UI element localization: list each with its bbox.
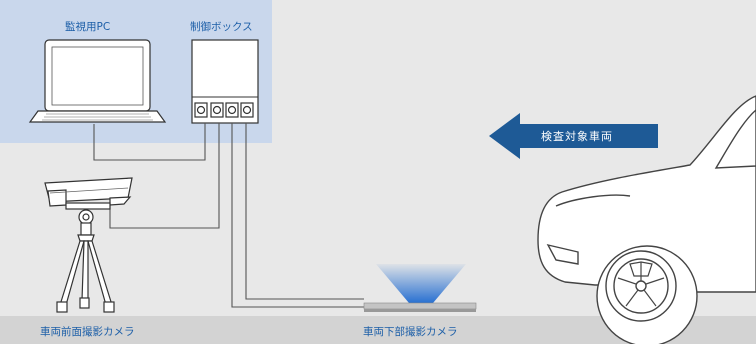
arrow-left-icon <box>489 113 658 159</box>
under-camera-label: 車両下部撮影カメラ <box>363 326 458 338</box>
under-camera-icon <box>363 264 477 312</box>
monitor-pc-label: 監視用PC <box>65 21 111 33</box>
cables <box>93 123 364 308</box>
camera-icon <box>44 177 133 207</box>
vehicle-direction-label: 検査対象車両 <box>541 130 613 143</box>
laptop-icon <box>28 39 167 123</box>
front-camera-label: 車両前面撮影カメラ <box>40 326 135 338</box>
control-box-icon <box>191 39 259 124</box>
control-box-label: 制御ボックス <box>190 21 253 33</box>
tripod-icon <box>56 202 115 313</box>
car-icon <box>537 95 756 344</box>
